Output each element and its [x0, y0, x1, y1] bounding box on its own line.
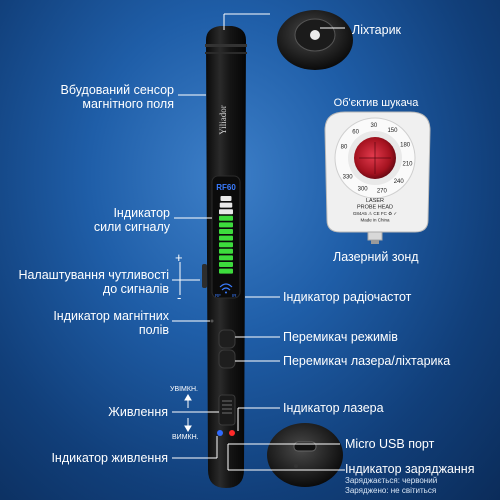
mode-switch-button[interactable]	[218, 329, 236, 349]
dial-number: 240	[394, 179, 405, 185]
plus-sign: +	[175, 250, 183, 265]
dial-number: 270	[377, 188, 388, 194]
model-label: RF60	[216, 183, 236, 192]
minus-sign: -	[177, 290, 182, 305]
power-indicator-label: Індикатор живлення	[51, 451, 168, 465]
laser-indicator-led	[229, 430, 235, 436]
signal-bar	[219, 209, 233, 215]
dial-number: 210	[402, 162, 413, 168]
flashlight-cap-image	[277, 10, 353, 70]
wifi-icon	[219, 283, 233, 294]
magnetic-indicator-led	[210, 319, 214, 323]
signal-bar	[219, 255, 233, 261]
signal-bar	[219, 268, 233, 274]
signal-bar	[219, 202, 233, 208]
flashlight-label: Ліхтарик	[352, 23, 402, 37]
laser-indicator-label: Індикатор лазера	[283, 401, 384, 415]
usb-port-icon	[293, 441, 317, 452]
probe-caption-line: G84A5 ⚠ CE FC ♻ ✓	[353, 211, 398, 216]
sensitivity-wheel[interactable]	[202, 264, 207, 288]
dial-number: 80	[341, 145, 348, 151]
power-off-label: ВИМКН.	[172, 434, 199, 441]
charged-note: Заряджено: не світиться	[345, 486, 437, 495]
dial-number: 330	[343, 174, 354, 180]
probe-caption-line: Made in China	[360, 218, 390, 223]
probe-dial-numbers: 80 60 30 150 180 210 240 270 300 330	[341, 123, 414, 194]
charging-note: Заряджається: червоний	[345, 476, 438, 485]
usb-port-image	[267, 423, 343, 487]
signal-bar	[219, 215, 233, 221]
power-on-label: УВІМКН.	[170, 386, 198, 393]
magnetic-sensor-label: Вбудований сенсор магнітного поля	[60, 83, 175, 111]
charge-indicator-label: Індикатор заряджання	[345, 462, 475, 476]
signal-bar	[219, 242, 233, 248]
micro-usb-label: Micro USB порт	[345, 437, 435, 451]
signal-bar	[219, 262, 233, 267]
power-arrows	[184, 394, 192, 432]
signal-strength-bars	[219, 196, 233, 274]
signal-bar	[219, 222, 233, 228]
dial-number: 180	[400, 143, 411, 149]
power-label: Живлення	[108, 405, 168, 419]
signal-bar	[219, 235, 233, 241]
ir-port-label: IR	[232, 293, 237, 298]
signal-indicator-label: Індикатор сили сигналу	[93, 206, 170, 234]
rf-port-label: RF	[215, 293, 221, 298]
dial-number: 150	[387, 128, 398, 134]
rf-indicator-label: Індикатор радіочастот	[283, 290, 412, 304]
dial-number: 30	[371, 123, 378, 129]
sensitivity-label: Налаштування чутливості до сигналів	[18, 268, 169, 296]
laser-flashlight-switch-button[interactable]	[218, 349, 236, 369]
power-indicator-led	[217, 430, 223, 436]
signal-bar	[219, 229, 233, 234]
dial-number: 300	[358, 187, 369, 193]
magnetic-indicator-label: Індикатор магнітних полів	[53, 309, 169, 337]
brand-text: Yiliador	[218, 105, 228, 135]
dial-number: 60	[352, 129, 359, 135]
signal-bar	[220, 196, 232, 201]
laser-probe-label: Лазерний зонд	[333, 250, 419, 264]
mode-switch-label: Перемикач режимів	[283, 330, 398, 344]
laser-flash-switch-label: Перемикач лазера/ліхтарика	[283, 354, 451, 368]
probe-caption-line: PROBE HEAD	[357, 205, 393, 211]
callout-lines	[172, 13, 345, 471]
signal-bar	[219, 248, 233, 254]
probe-caption-line: LASER	[366, 198, 384, 204]
lens-label: Об'єктив шукача	[333, 97, 419, 109]
